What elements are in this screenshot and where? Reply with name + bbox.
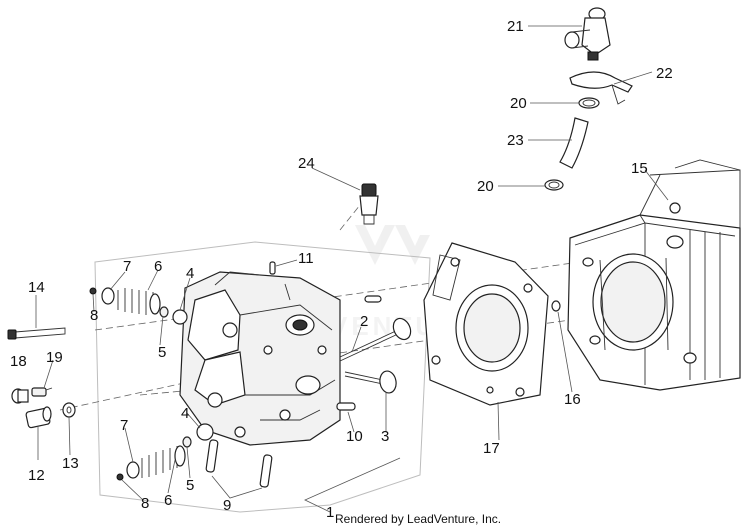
leader-lines [35,25,669,513]
intake-valve [339,317,412,362]
lower-valve-spring-group [116,423,214,481]
head-gasket [423,242,549,406]
sleeve-12 [25,406,52,429]
stud-11 [269,261,276,275]
hose-23 [559,117,589,169]
thermostat-housing-21 [564,7,611,61]
sensor-19 [31,387,53,397]
callout-20-lower: 20 [477,178,494,195]
dowel-pin-upper [364,295,382,303]
callout-13: 13 [62,455,79,472]
callout-17: 17 [483,440,500,457]
callout-6-lower: 6 [164,492,172,509]
valve-guide-10 [336,402,356,411]
callout-4-upper: 4 [186,265,194,282]
credit-text: Rendered by LeadVenture, Inc. [335,512,501,526]
callout-23: 23 [507,132,524,149]
callout-8-lower: 8 [141,495,149,512]
callout-9: 9 [223,497,231,514]
bolt-14 [7,327,66,340]
upper-valve-spring-group [89,287,188,325]
callout-10: 10 [346,428,363,445]
plug-18 [11,388,29,404]
temp-sensor-24 [359,183,379,225]
assembly-group-outline [94,241,431,513]
cylinder-head [179,271,341,446]
callout-22: 22 [656,65,673,82]
callout-1: 1 [326,504,334,521]
callout-labels: 1 2 3 4 4 5 5 6 6 7 7 8 8 9 10 11 12 13 … [10,18,673,521]
exhaust-valve [344,370,397,394]
callout-11: 11 [298,250,314,267]
callout-15: 15 [631,160,648,177]
callout-16: 16 [564,391,581,408]
callout-7-lower: 7 [120,417,128,434]
bracket-22 [569,71,633,105]
callout-5-lower: 5 [186,477,194,494]
callout-19: 19 [46,349,63,366]
callout-14: 14 [28,279,45,296]
callout-5-upper: 5 [158,344,166,361]
clamp-20-upper [578,97,600,109]
callout-4-lower: 4 [181,405,189,422]
dowel-tubes-9 [205,439,273,488]
callout-21: 21 [507,18,524,35]
clamp-20-lower [544,179,564,191]
callout-3: 3 [381,428,389,445]
callout-8-upper: 8 [90,307,98,324]
callout-18: 18 [10,353,27,370]
callout-12: 12 [28,467,45,484]
alignment-lines [59,204,651,411]
washer-13 [62,402,76,418]
dowel-pin-16 [551,300,561,312]
callout-7-upper: 7 [123,258,131,275]
cylinder-block [567,159,741,391]
callout-2: 2 [360,313,368,330]
callout-20-upper: 20 [510,95,527,112]
callout-24: 24 [298,155,315,172]
callout-6-upper: 6 [154,258,162,275]
